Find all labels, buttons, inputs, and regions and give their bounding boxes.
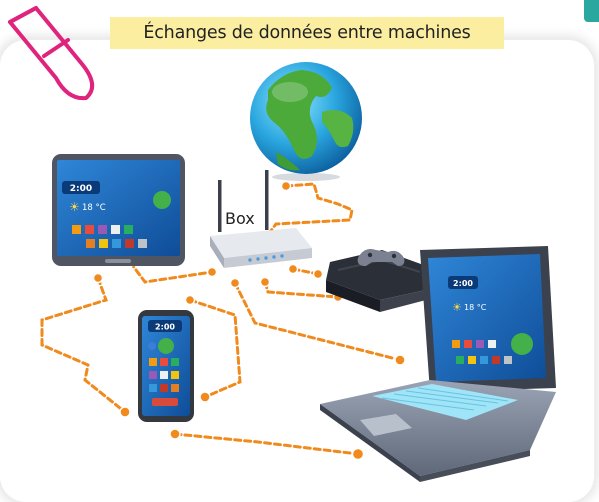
tablet-icon: 2:00 ☀ 18 °C	[52, 154, 185, 266]
router-icon: Box	[210, 170, 312, 268]
marker-icon	[8, 6, 94, 101]
game-console-icon	[326, 249, 432, 312]
tablet-clock: 2:00	[70, 184, 92, 194]
svg-text:☀: ☀	[69, 200, 80, 214]
phone-clock: 2:00	[155, 323, 175, 332]
router-label: Box	[225, 209, 255, 228]
svg-text:☀: ☀	[452, 301, 462, 314]
laptop-clock: 2:00	[453, 279, 473, 288]
laptop-icon: 2:00 ☀ 18 °C	[320, 246, 556, 482]
laptop-temperature: 18 °C	[464, 303, 487, 312]
page-title: Échanges de données entre machines	[110, 17, 504, 49]
smartphone-icon: 2:00	[138, 310, 194, 422]
globe-icon	[250, 62, 362, 181]
tablet-temperature: 18 °C	[82, 203, 106, 213]
corner-tab	[584, 0, 599, 22]
